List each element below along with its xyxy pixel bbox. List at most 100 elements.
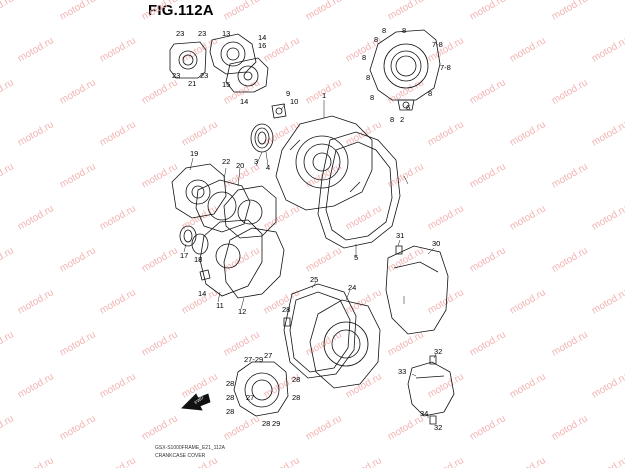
watermark-text: motod.ru xyxy=(98,371,138,400)
callout-c23a: 23 xyxy=(176,29,184,38)
part-30-side-cover xyxy=(385,245,449,335)
callout-c8a: 8 xyxy=(382,26,386,35)
watermark-text: motod.ru xyxy=(98,287,138,316)
part-17-seal xyxy=(179,225,197,247)
watermark-text: motod.ru xyxy=(550,245,590,274)
callout-c25: 25 xyxy=(310,275,318,284)
watermark-text: motod.ru xyxy=(426,371,466,400)
watermark-text: motod.ru xyxy=(98,455,138,468)
footer-caption: CRANKCASE COVER xyxy=(155,453,206,459)
callout-c14b: 14 xyxy=(240,97,248,106)
callout-c18: 18 xyxy=(194,255,202,264)
watermark-text: motod.ru xyxy=(590,287,625,316)
watermark-text: motod.ru xyxy=(180,119,220,148)
callout-c9: 9 xyxy=(286,89,290,98)
callout-c32a: 32 xyxy=(434,347,442,356)
callout-c28c: 28 xyxy=(292,375,300,384)
callout-c17: 17 xyxy=(180,251,188,260)
part-9-fitting xyxy=(271,103,287,119)
part-18-ring xyxy=(191,233,209,255)
callout-c4: 4 xyxy=(266,163,270,172)
watermark-text: motod.ru xyxy=(426,287,466,316)
watermark-text: motod.ru xyxy=(222,413,262,442)
footer-drawing-code: GSX-S1000FRAME_E21_112A xyxy=(155,445,225,451)
part-33-small-cover xyxy=(407,361,455,417)
watermark-text: motod.ru xyxy=(58,329,98,358)
callout-c12: 12 xyxy=(238,307,246,316)
watermark-text: motod.ru xyxy=(140,329,180,358)
watermark-text: motod.ru xyxy=(0,77,16,106)
callout-c14a: 14 xyxy=(258,33,266,42)
watermark-text: motod.ru xyxy=(550,161,590,190)
callout-c29: 29 xyxy=(272,419,280,428)
watermark-text: motod.ru xyxy=(468,413,508,442)
callout-c22: 22 xyxy=(222,157,230,166)
watermark-text: motod.ru xyxy=(98,119,138,148)
part-14-bolt xyxy=(199,269,211,281)
watermark-text: motod.ru xyxy=(508,287,548,316)
figure-title: FIG.112A xyxy=(148,2,214,19)
callout-c23c: 23 xyxy=(172,71,180,80)
callout-c27c: 27 xyxy=(246,393,254,402)
part-6-generator-cover xyxy=(369,29,441,111)
watermark-text: motod.ru xyxy=(222,245,262,274)
watermark-text: motod.ru xyxy=(98,203,138,232)
watermark-text: motod.ru xyxy=(222,0,262,23)
watermark-text: motod.ru xyxy=(468,245,508,274)
watermark-text: motod.ru xyxy=(16,35,56,64)
watermark-text: motod.ru xyxy=(16,455,56,468)
part-19-pump-cover xyxy=(171,163,227,219)
callout-c27b: 27 xyxy=(264,351,272,360)
callout-c21: 21 xyxy=(188,79,196,88)
watermark-text: motod.ru xyxy=(0,413,16,442)
part-27-round-cover xyxy=(233,361,289,417)
watermark-text: motod.ru xyxy=(262,455,302,468)
callout-c11: 11 xyxy=(216,301,224,310)
watermark-text: motod.ru xyxy=(508,119,548,148)
callout-c5: 5 xyxy=(354,253,358,262)
watermark-text: motod.ru xyxy=(16,371,56,400)
callout-c20: 20 xyxy=(236,161,244,170)
leader-lines xyxy=(183,100,437,418)
callout-c8d: 8 xyxy=(362,53,366,62)
watermark-text: motod.ru xyxy=(16,203,56,232)
callout-c24: 24 xyxy=(348,283,356,292)
watermark-text: motod.ru xyxy=(386,161,426,190)
watermark-text: motod.ru xyxy=(140,77,180,106)
watermark-text: motod.ru xyxy=(58,0,98,23)
watermark-text: motod.ru xyxy=(344,455,384,468)
callout-c1: 1 xyxy=(322,91,326,100)
callout-c7a: 7-8 xyxy=(432,40,443,49)
watermark-text: motod.ru xyxy=(140,413,180,442)
watermark-text: motod.ru xyxy=(262,35,302,64)
watermark-text: motod.ru xyxy=(550,77,590,106)
watermark-text: motod.ru xyxy=(590,203,625,232)
watermark-text: motod.ru xyxy=(386,0,426,23)
forward-arrow-icon xyxy=(181,393,211,411)
watermark-text: motod.ru xyxy=(468,0,508,23)
watermark-text: motod.ru xyxy=(590,35,625,64)
part-24-starter-cover xyxy=(309,299,381,389)
watermark-text: motod.ru xyxy=(508,371,548,400)
watermark-text: motod.ru xyxy=(58,413,98,442)
watermark-text: motod.ru xyxy=(304,0,344,23)
callout-c8h: 8 xyxy=(390,115,394,124)
watermark-text: motod.ru xyxy=(468,161,508,190)
watermark-text: motod.ru xyxy=(262,203,302,232)
callout-c33: 33 xyxy=(398,367,406,376)
callout-c28g: 28 xyxy=(262,419,270,428)
callout-c16: 16 xyxy=(258,41,266,50)
watermark-text: motod.ru xyxy=(508,455,548,468)
callout-c27a: 27-29 xyxy=(244,355,263,364)
watermark-text: motod.ru xyxy=(180,203,220,232)
watermark-text: motod.ru xyxy=(16,287,56,316)
watermark-text: motod.ru xyxy=(0,161,16,190)
callout-c23b: 23 xyxy=(198,29,206,38)
part-22-housing xyxy=(223,185,277,239)
callout-c14c: 14 xyxy=(198,289,206,298)
callout-c30: 30 xyxy=(432,239,440,248)
watermark-text: motod.ru xyxy=(16,119,56,148)
